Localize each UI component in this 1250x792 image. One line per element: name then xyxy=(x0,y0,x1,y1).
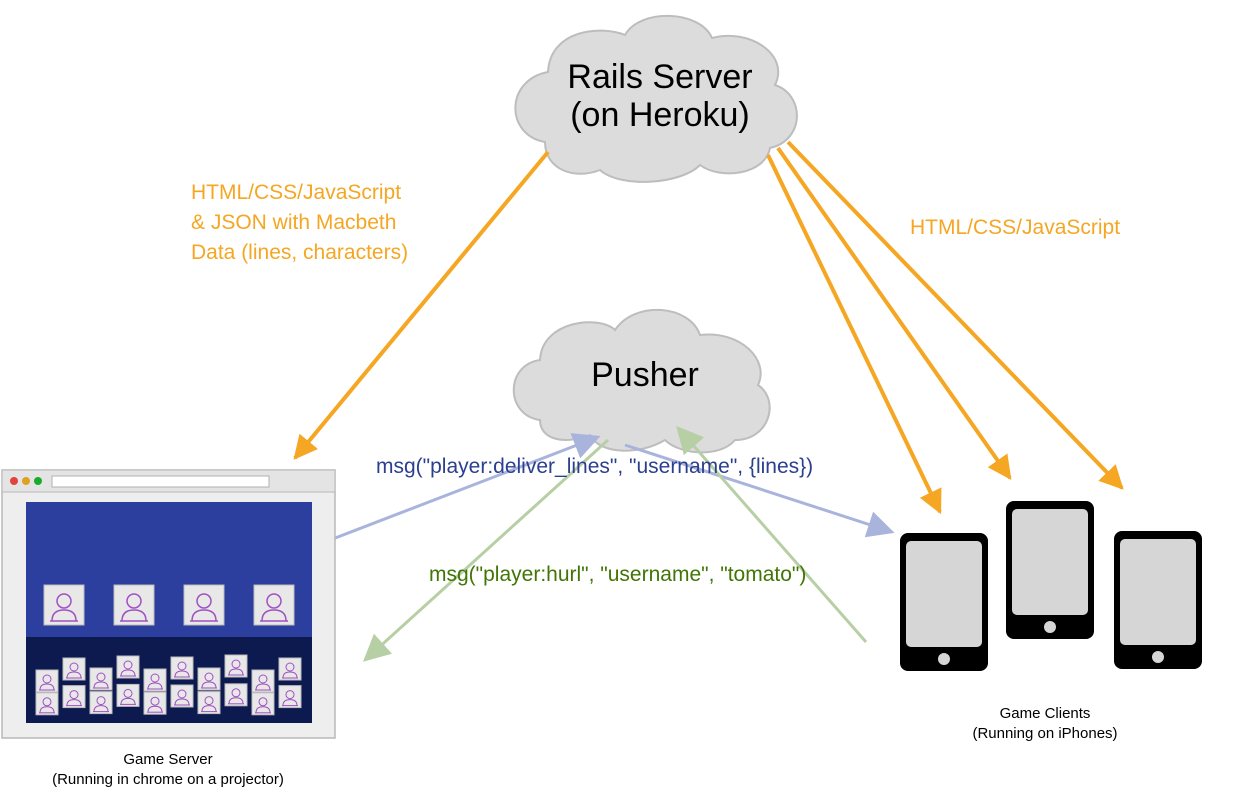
rails-to-clients-label: HTML/CSS/JavaScript xyxy=(910,216,1121,239)
game-server-browser-window xyxy=(1,469,336,739)
audience-avatar-icon xyxy=(197,667,221,691)
audience-avatar-icon xyxy=(116,655,140,679)
phone-icon-1 xyxy=(900,533,988,671)
rails-server-label: Rails Server (on Heroku) xyxy=(545,58,775,134)
rails-to-server-label: HTML/CSS/JavaScript & JSON with Macbeth … xyxy=(191,178,408,268)
phone-icon-2 xyxy=(1006,501,1094,639)
audience-avatar-icon xyxy=(143,691,167,715)
arrow-clients-to-pusher xyxy=(676,425,868,643)
audience-avatar-icon xyxy=(224,654,248,678)
browser-close-dot xyxy=(10,477,18,485)
audience-avatar-icon xyxy=(89,691,113,715)
hurl-message-label: msg("player:hurl", "username", "tomato") xyxy=(429,563,807,586)
rails-server-cloud xyxy=(514,14,798,183)
arrow-server-to-pusher xyxy=(329,433,601,542)
actor-avatar-icon xyxy=(113,584,155,626)
audience-avatar-icon xyxy=(62,657,86,681)
audience-avatar-icon xyxy=(35,692,59,716)
audience-avatar-icon xyxy=(278,685,302,709)
audience-avatar-icon xyxy=(35,669,59,693)
audience-avatar-icon xyxy=(224,683,248,707)
game-clients-title: Game Clients xyxy=(999,705,1091,722)
rails-server-title: Rails Server xyxy=(567,58,753,96)
audience-avatar-icon xyxy=(170,656,194,680)
game-clients-caption: Game Clients (Running on iPhones) xyxy=(940,704,1150,744)
audience-avatar-icon xyxy=(251,692,275,716)
rails-server-subtitle: (on Heroku) xyxy=(570,96,750,134)
rails-to-server-label-line2: & JSON with Macbeth xyxy=(191,211,397,234)
audience-avatar-icon xyxy=(251,669,275,693)
audience-avatar-icon xyxy=(116,683,140,707)
game-server-caption: Game Server (Running in chrome on a proj… xyxy=(18,750,318,790)
game-server-subtitle: (Running in chrome on a projector) xyxy=(52,771,284,788)
audience-avatar-icon xyxy=(62,685,86,709)
rails-to-server-label-line3: Data (lines, characters) xyxy=(191,241,409,264)
audience-avatar-icon xyxy=(197,691,221,715)
actor-avatar-icon xyxy=(183,584,225,626)
actor-avatar-icon xyxy=(253,584,295,626)
game-server-title: Game Server xyxy=(123,751,213,768)
arrow-pusher-to-clients xyxy=(624,443,895,538)
browser-address-bar xyxy=(51,475,270,488)
deliver-lines-message-label: msg("player:deliver_lines", "username", … xyxy=(376,455,814,478)
rails-to-server-label-line1: HTML/CSS/JavaScript xyxy=(191,181,402,204)
arrow-rails-to-client-3 xyxy=(786,140,1124,490)
audience-avatar-icon xyxy=(278,657,302,681)
arrow-rails-to-client-2 xyxy=(776,146,1012,480)
pusher-cloud xyxy=(512,309,771,454)
audience-avatar-icon xyxy=(143,668,167,692)
phone-icon-3 xyxy=(1114,531,1202,669)
arrow-rails-to-game-server xyxy=(293,150,550,460)
browser-maximize-dot xyxy=(34,477,42,485)
arrow-pusher-to-server xyxy=(362,438,610,662)
arrow-rails-to-client-1 xyxy=(766,154,942,515)
audience-avatar-icon xyxy=(89,667,113,691)
audience-avatar-icon xyxy=(170,684,194,708)
game-clients-subtitle: (Running on iPhones) xyxy=(972,725,1118,742)
pusher-label: Pusher xyxy=(591,356,699,394)
browser-minimize-dot xyxy=(22,477,30,485)
actor-avatar-icon xyxy=(43,584,85,626)
